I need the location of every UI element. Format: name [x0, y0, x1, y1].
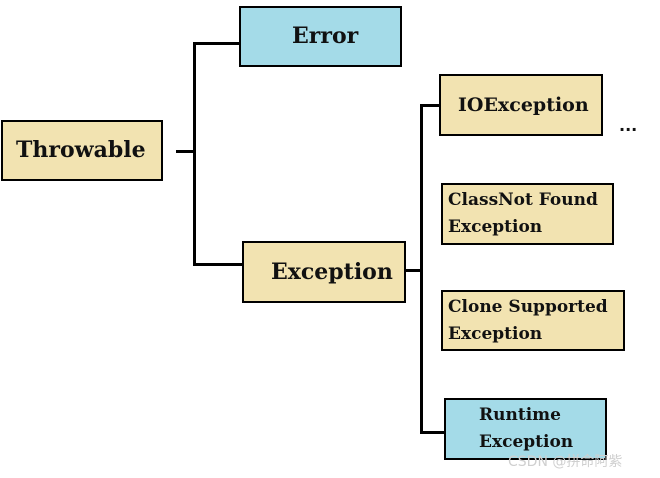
ioexception-label: IOException [458, 94, 589, 116]
csdn-watermark: CSDN @拼命阿紫 [508, 454, 623, 470]
exception-node: Exception [242, 241, 406, 303]
connector-to-error [193, 42, 239, 45]
connector-to-exception [193, 263, 242, 266]
runtime-label-line1: Runtime [479, 405, 561, 425]
connector-level1-vertical [193, 42, 196, 266]
classnotfound-label-line1: ClassNot Found [448, 190, 598, 210]
throwable-label: Throwable [16, 137, 146, 163]
clonesupported-label-line2: Exception [448, 324, 543, 344]
connector-level2-vertical [420, 104, 423, 434]
connector-to-runtime [420, 431, 444, 434]
connector-throwable-stub [176, 150, 196, 153]
throwable-node: Throwable [1, 120, 163, 181]
runtime-exception-node: Runtime Exception [444, 398, 607, 460]
classnotfound-label-line2: Exception [448, 217, 543, 237]
error-label: Error [292, 23, 359, 49]
connector-to-ioexception [420, 104, 440, 107]
error-node: Error [239, 6, 402, 67]
clonesupported-label-line1: Clone Supported [448, 297, 608, 317]
clonesupported-exception-node: Clone Supported Exception [441, 290, 625, 351]
exception-label: Exception [271, 259, 393, 285]
connector-exception-stub [405, 269, 423, 272]
runtime-label-line2: Exception [479, 432, 574, 452]
classnotfound-exception-node: ClassNot Found Exception [441, 183, 614, 245]
ioexception-node: IOException [439, 74, 603, 136]
more-ellipsis: ... [619, 116, 638, 135]
